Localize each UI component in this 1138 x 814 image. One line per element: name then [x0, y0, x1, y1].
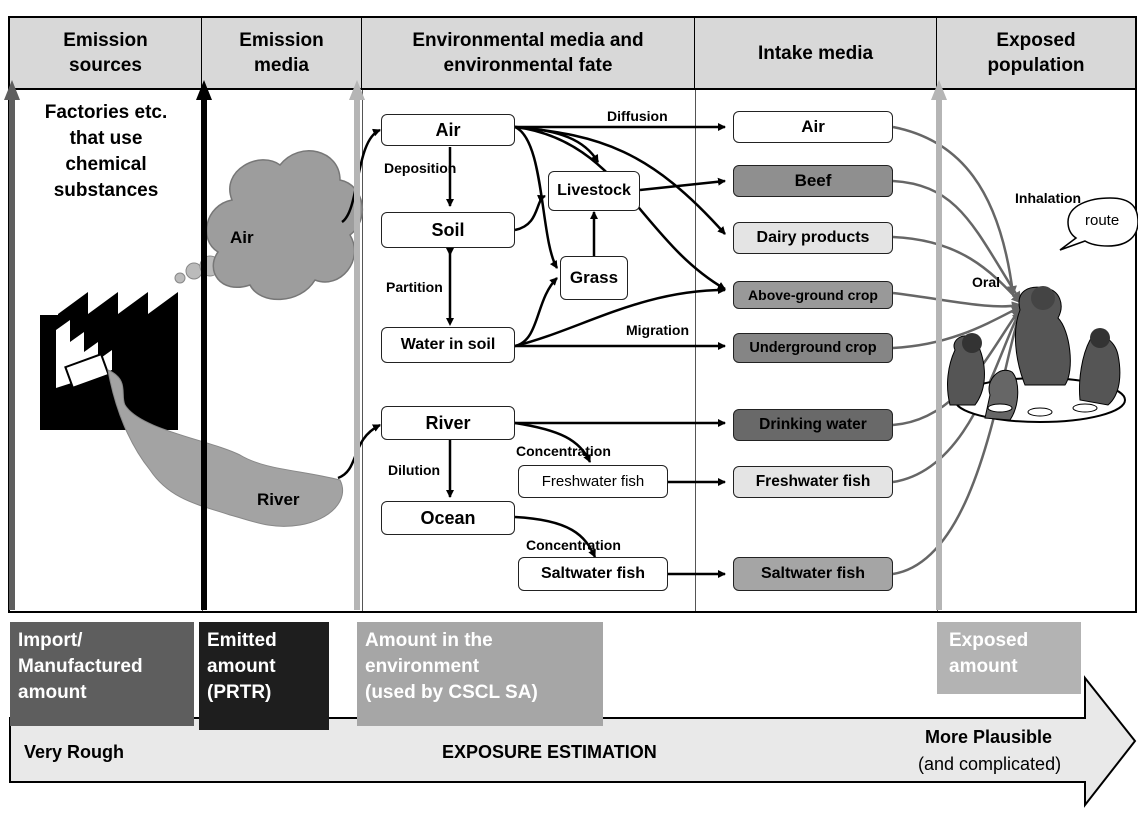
env-soil-box: Soil	[381, 212, 515, 248]
header-exposed-population: Exposed population	[937, 18, 1135, 90]
partition-label: Partition	[386, 279, 443, 295]
deposition-label: Deposition	[384, 160, 457, 176]
env-grass-box: Grass	[560, 256, 628, 300]
emitted-amount-prtr: Emitted amount (PRTR)	[199, 622, 329, 730]
intake-underground-crop-box: Underground crop	[733, 333, 893, 363]
air-cloud-icon	[174, 150, 364, 301]
env-air-box: Air	[381, 114, 515, 146]
header-emission-sources: Emission sources	[10, 18, 202, 90]
intake-beef-box: Beef	[733, 165, 893, 197]
column-divider	[362, 90, 363, 611]
env-freshwater-fish-box: Freshwater fish	[518, 465, 668, 498]
scale-and-complicated: (and complicated)	[918, 754, 1062, 774]
header-intake-media: Intake media	[695, 18, 937, 90]
intake-dairy-box: Dairy products	[733, 222, 893, 254]
header-emission-media: Emission media	[202, 18, 362, 90]
intake-saltwater-fish-box: Saltwater fish	[733, 557, 893, 591]
source-description: Factories etc. that use chemical substan…	[44, 102, 168, 201]
environment-amount: Amount in the environment (used by CSCL …	[357, 622, 603, 726]
migration-label: Migration	[626, 322, 689, 338]
diffusion-label: Diffusion	[607, 108, 668, 124]
emission-river-label: River	[257, 490, 300, 509]
people-eating-icon	[947, 286, 1126, 423]
env-saltwater-fish-box: Saltwater fish	[518, 557, 668, 591]
dilution-label: Dilution	[388, 462, 441, 478]
route-speech-bubble	[1059, 197, 1138, 251]
intake-above-ground-crop-box: Above-ground crop	[733, 281, 893, 309]
factory-icon	[40, 292, 344, 527]
import-manufactured-amount: Import/ Manufactured amount	[10, 622, 194, 726]
env-river-box: River	[381, 406, 515, 440]
intake-drinking-water-box: Drinking water	[733, 409, 893, 441]
scale-very-rough: Very Rough	[24, 742, 125, 762]
env-ocean-box: Ocean	[381, 501, 515, 535]
scale-exposure-estimation: EXPOSURE ESTIMATION	[442, 742, 657, 762]
amount-bars	[4, 80, 947, 610]
env-water-in-soil-box: Water in soil	[381, 327, 515, 363]
env-livestock-box: Livestock	[548, 171, 640, 211]
scale-more-plausible: More Plausible	[925, 727, 1053, 747]
oral-label: Oral	[972, 274, 1001, 290]
intake-freshwater-fish-box: Freshwater fish	[733, 466, 893, 498]
exposed-amount: Exposed amount	[937, 622, 1081, 694]
header-environmental-fate: Environmental media and environmental fa…	[362, 18, 695, 90]
inhalation-label: Inhalation	[1015, 190, 1082, 206]
concentration-label-1: Concentration	[516, 443, 611, 459]
exposure-scale-arrow	[9, 675, 1137, 808]
emission-air-label: Air	[230, 228, 254, 247]
route-label: route	[1085, 212, 1120, 229]
intake-air-box: Air	[733, 111, 893, 143]
concentration-label-2: Concentration	[526, 537, 621, 553]
column-divider	[695, 90, 696, 611]
